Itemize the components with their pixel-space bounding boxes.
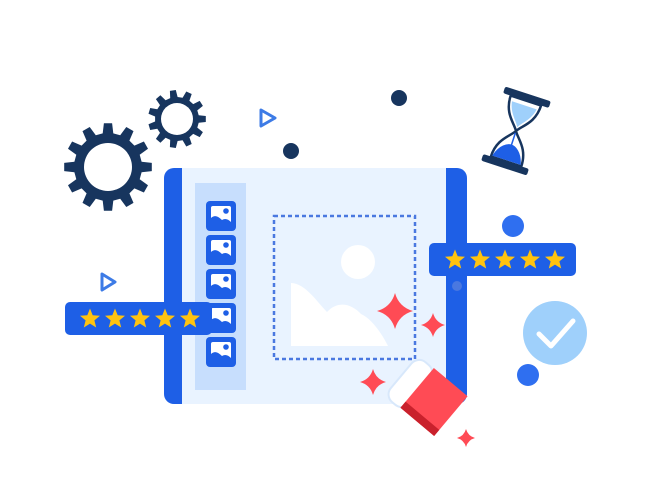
- star-icon: [470, 249, 490, 269]
- star-icon: [545, 249, 565, 269]
- image-icon[interactable]: [206, 303, 236, 333]
- play-icon: [259, 108, 277, 128]
- navy-dot: [283, 143, 299, 159]
- panel-left-edge: [164, 168, 182, 404]
- rating-bar-right: [429, 243, 576, 276]
- star-icon: [130, 308, 150, 328]
- small-gear-icon: [148, 90, 206, 148]
- navy-dot: [391, 90, 407, 106]
- hourglass-icon: [481, 87, 551, 175]
- blue-dot: [452, 281, 462, 291]
- selection-frame[interactable]: [272, 214, 417, 361]
- star-icon: [180, 308, 200, 328]
- sparkle-icon: [421, 313, 445, 337]
- star-icon: [495, 249, 515, 269]
- large-gear-icon: [64, 123, 152, 211]
- sparkle-icon: [377, 293, 413, 329]
- star-icon: [105, 308, 125, 328]
- sparkle-icon: [457, 429, 475, 447]
- eraser-icon[interactable]: [384, 355, 468, 437]
- editor-panel: [164, 168, 467, 404]
- star-icon: [80, 308, 100, 328]
- rating-bar-left: [65, 302, 212, 335]
- star-icon: [155, 308, 175, 328]
- blue-dot: [517, 364, 539, 386]
- blue-dot: [502, 215, 524, 237]
- image-icon[interactable]: [206, 269, 236, 299]
- image-placeholder-icon: [291, 245, 388, 346]
- star-icon: [445, 249, 465, 269]
- play-icon: [100, 272, 117, 292]
- image-icon[interactable]: [206, 235, 236, 265]
- star-icon: [520, 249, 540, 269]
- sparkle-icon: [360, 369, 386, 395]
- check-circle-icon: [523, 301, 587, 365]
- image-icon[interactable]: [206, 201, 236, 231]
- image-icon[interactable]: [206, 337, 236, 367]
